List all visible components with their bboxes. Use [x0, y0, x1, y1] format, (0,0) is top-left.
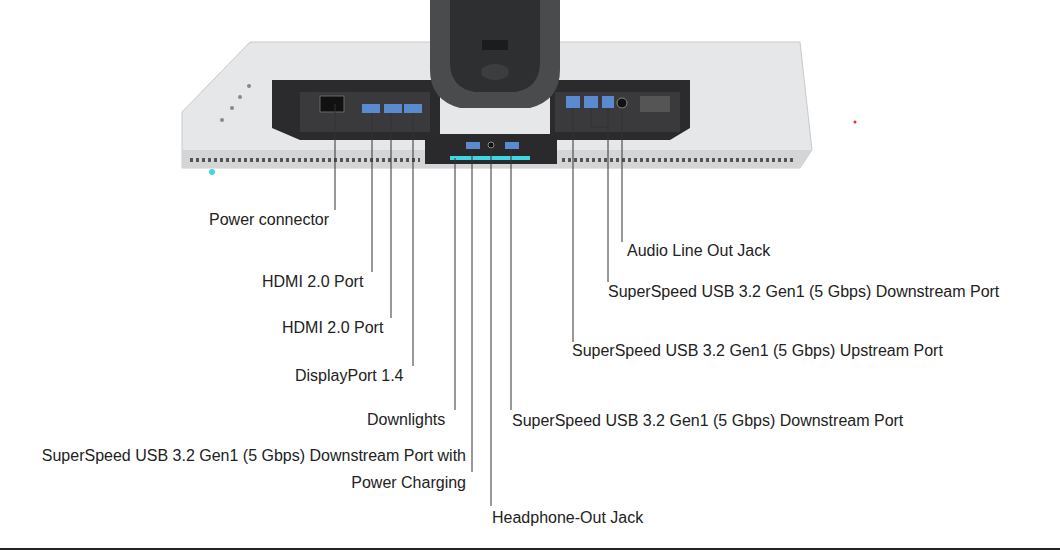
part-label: HDMI 2.0 Port: [282, 318, 383, 338]
part-label: Headphone-Out Jack: [492, 508, 643, 528]
part-label: Power connector: [209, 210, 329, 230]
part-label: DisplayPort 1.4: [295, 366, 404, 386]
part-label: SuperSpeed USB 3.2 Gen1 (5 Gbps) Downstr…: [512, 411, 903, 431]
part-label: SuperSpeed USB 3.2 Gen1 (5 Gbps) Downstr…: [4, 442, 466, 496]
part-label: SuperSpeed USB 3.2 Gen1 (5 Gbps) Upstrea…: [572, 341, 943, 361]
part-label: Audio Line Out Jack: [627, 241, 770, 261]
part-label: Downlights: [367, 410, 445, 430]
part-label: SuperSpeed USB 3.2 Gen1 (5 Gbps) Downstr…: [608, 282, 999, 302]
part-label: HDMI 2.0 Port: [262, 272, 363, 292]
